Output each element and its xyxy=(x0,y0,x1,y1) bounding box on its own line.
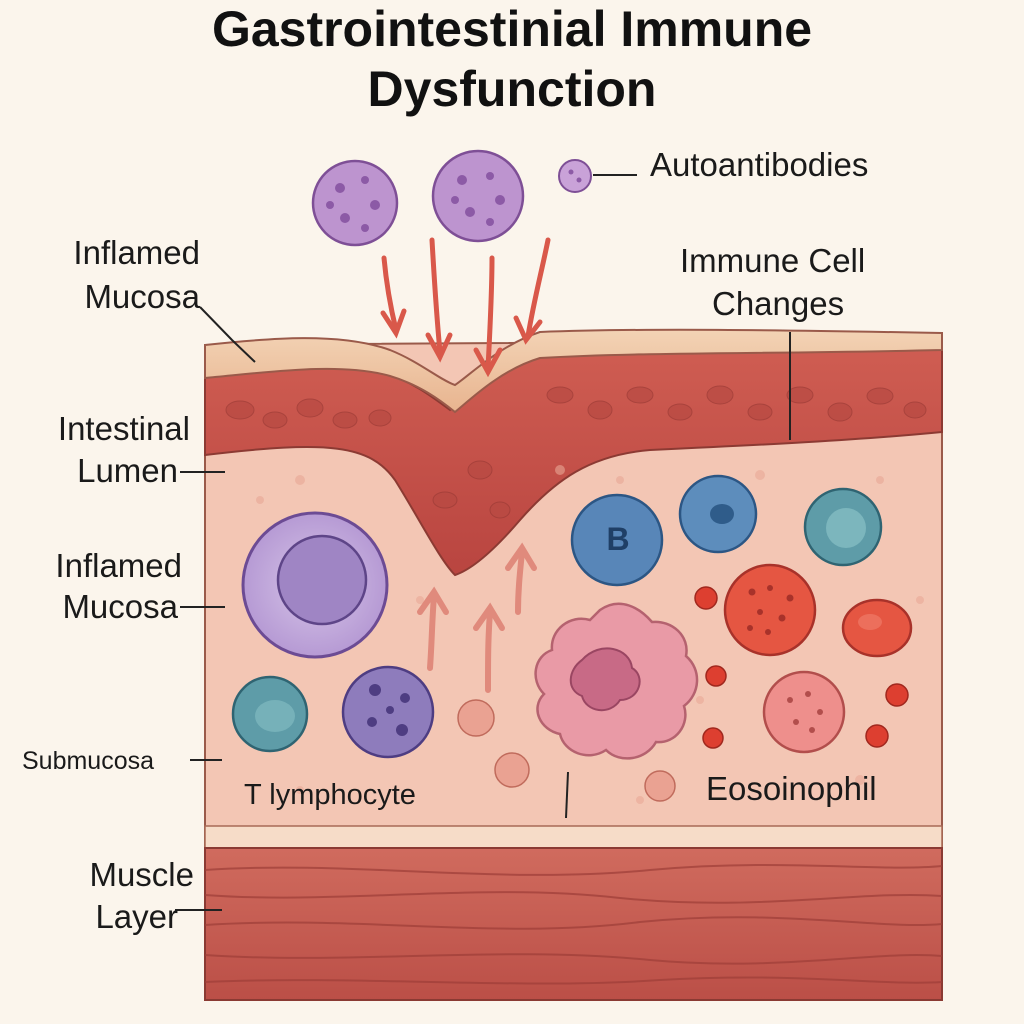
b-cell-letter: B xyxy=(606,521,630,557)
autoantibody-cell-1 xyxy=(311,159,399,247)
teal-cell-right xyxy=(803,487,883,567)
downward-arrows xyxy=(380,237,551,378)
label-autoantibodies: Autoantibodies xyxy=(650,146,869,183)
label-inflamed-mucosa-top-line-1: Inflamed xyxy=(73,234,200,271)
autoantibody-cell-2 xyxy=(431,149,525,243)
leader-lines xyxy=(175,174,791,911)
label-inflamed-mucosa-top-line-2: Mucosa xyxy=(84,278,200,315)
label-intestinal-lumen-line-1: Intestinal xyxy=(57,410,190,447)
lamina-texture xyxy=(256,465,924,804)
label-t-lymphocyte: T lymphocyte xyxy=(244,779,416,811)
label-immune-cell-changes-line-1: Immune Cell xyxy=(680,242,866,279)
pink-spotted-cell xyxy=(762,670,846,754)
t-lymphocyte-large xyxy=(241,511,389,659)
pink-macrophage xyxy=(534,602,699,760)
mucosa-surface xyxy=(204,328,943,414)
small-pink-cells xyxy=(457,699,676,802)
label-muscle-layer-line-2: Layer xyxy=(95,898,178,935)
muscle-fibers xyxy=(204,863,943,985)
inflamed-texture xyxy=(225,385,927,519)
title-line-1: Gastrointestinial Immune xyxy=(211,1,813,57)
eosinophil-large xyxy=(723,563,817,657)
submucosa-band xyxy=(204,825,943,849)
teal-cell-left xyxy=(231,675,309,753)
red-oval-cell xyxy=(841,598,913,658)
muscle-layer xyxy=(204,847,943,1001)
label-eosinophil: Eosoinophil xyxy=(706,770,877,807)
title-line-2: Dysfunction xyxy=(367,61,657,117)
label-inflamed-mucosa-mid-line-2: Mucosa xyxy=(62,588,178,625)
red-granules xyxy=(694,586,909,749)
label-submucosa: Submucosa xyxy=(22,747,155,775)
label-muscle-layer-line-1: Muscle xyxy=(89,856,194,893)
label-immune-cell-changes-line-2: Changes xyxy=(712,285,845,322)
blue-cell-upper xyxy=(678,474,758,554)
upward-arrows xyxy=(417,542,537,693)
purple-spotted-cell xyxy=(341,665,435,759)
autoantibody-small xyxy=(558,159,592,193)
label-inflamed-mucosa-mid-line-1: Inflamed xyxy=(55,547,182,584)
label-intestinal-lumen-line-2: Lumen xyxy=(77,452,178,489)
b-cell xyxy=(570,493,664,587)
